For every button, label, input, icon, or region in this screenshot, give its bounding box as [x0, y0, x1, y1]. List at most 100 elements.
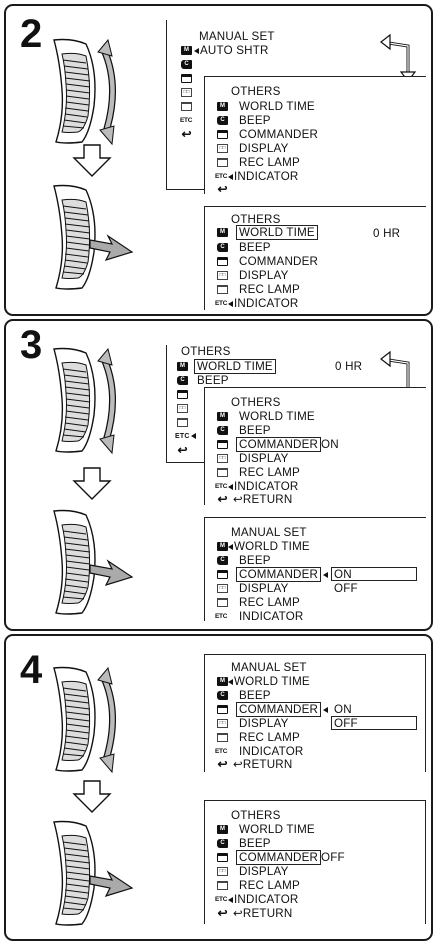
menu-item-world-time: WORLD TIME: [239, 410, 315, 423]
menu-item-world-time-selected: WORLD TIME: [236, 225, 318, 240]
menu-item-rec-lamp: REC LAMP: [239, 879, 300, 892]
camera-set-icon: C: [217, 839, 228, 848]
menu-item-world-time-selected: WORLD TIME: [194, 359, 276, 374]
lcd-set-icon: □□: [181, 88, 192, 97]
menu-item-label: AUTO SHTR: [193, 44, 269, 57]
menu-item-rec-lamp: REC LAMP: [239, 156, 300, 169]
vcr-set-icon: [217, 705, 228, 714]
arrow-down-icon: [72, 467, 112, 500]
menu-item-display: DISPLAY: [239, 582, 289, 595]
etc-selected: ETC: [175, 430, 197, 443]
menu-screen-others-commander: OTHERS M WORLD TIME C BEEP COMMANDER ON …: [204, 387, 426, 506]
step-2-panel: 2 MANUAL SET M AUTO SHTR C: [4, 4, 433, 316]
manual-menu-icon: M: [217, 825, 228, 834]
option-highlight-on: [331, 567, 417, 581]
manual-menu-icon: M: [217, 102, 228, 111]
vcr-set-icon: [217, 257, 228, 266]
option-off: OFF: [334, 717, 358, 730]
vcr-set-icon: [177, 390, 188, 399]
option-off: OFF: [334, 582, 358, 595]
menu-item-world-time: WORLD TIME: [227, 675, 310, 688]
menu-item-beep: BEEP: [239, 241, 271, 254]
manual-menu-icon: M: [217, 412, 228, 421]
option-highlight-off: [331, 716, 417, 730]
camera-set-icon: C: [181, 60, 192, 69]
menu-item-indicator: INDICATOR: [227, 893, 299, 906]
menu-item-world-time: WORLD TIME: [227, 540, 310, 553]
menu-title: MANUAL SET: [231, 526, 307, 539]
manual-menu-icon: M: [181, 46, 192, 55]
menu-title: OTHERS: [181, 345, 231, 358]
menu-item-commander-selected: COMMANDER: [235, 567, 322, 582]
control-dial-rotate-icon: [53, 666, 116, 774]
camera-set-icon: C: [217, 556, 228, 565]
control-dial-press-icon: [53, 509, 134, 615]
vcr-set-icon: [217, 130, 228, 139]
loop-arrow-icon: [380, 350, 417, 399]
tape-set-icon: [217, 158, 228, 167]
tape-set-icon: [217, 468, 228, 477]
menu-item-indicator: INDICATOR: [239, 745, 304, 758]
option-pointer: [322, 568, 329, 581]
menu-item-display: DISPLAY: [239, 269, 289, 282]
vcr-set-icon: [217, 853, 228, 862]
etc-icon: ETC: [215, 896, 228, 903]
menu-item-rec-lamp: REC LAMP: [239, 731, 300, 744]
menu-screen-others-selected: OTHERS M WORLD TIME 0 HR C BEEP COMMANDE…: [204, 206, 426, 310]
menu-item-beep: BEEP: [239, 424, 271, 437]
setting-value: OFF: [321, 851, 345, 864]
tape-set-icon: [177, 418, 188, 427]
menu-title: OTHERS: [231, 85, 281, 98]
menu-item-commander: COMMANDER: [239, 255, 319, 268]
return-icon: ↩: [217, 906, 228, 920]
option-on: ON: [334, 703, 352, 716]
setting-value: ON: [321, 438, 339, 451]
control-dial-press-icon: [53, 184, 134, 290]
control-dial-press-icon: [53, 820, 134, 926]
menu-item-return: ↩RETURN: [233, 493, 293, 506]
menu-screen-manual-set-off: MANUAL SET M WORLD TIME C BEEP COMMANDER…: [204, 654, 426, 772]
manual-menu-icon: M: [177, 362, 188, 371]
lcd-set-icon: □□: [217, 454, 228, 463]
step-number: 3: [20, 323, 43, 367]
vcr-set-icon: [217, 570, 228, 579]
step-number: 2: [20, 12, 43, 56]
etc-icon: ETC: [180, 117, 193, 124]
menu-item-display: DISPLAY: [239, 717, 289, 730]
menu-item-world-time: WORLD TIME: [239, 823, 315, 836]
manual-menu-icon: M: [217, 677, 228, 686]
menu-item-beep: BEEP: [239, 689, 271, 702]
menu-item-commander-selected: COMMANDER: [235, 702, 322, 717]
etc-icon: ETC: [215, 748, 228, 755]
manual-menu-icon: M: [217, 228, 228, 237]
menu-title: MANUAL SET: [231, 661, 307, 674]
menu-screen-manual-set-options: MANUAL SET M WORLD TIME C BEEP COMMANDER…: [204, 517, 426, 623]
lcd-set-icon: □□: [217, 867, 228, 876]
lcd-set-icon: □□: [217, 271, 228, 280]
vcr-set-icon: [217, 440, 228, 449]
vcr-set-icon: [181, 74, 192, 83]
menu-item-commander-selected: COMMANDER: [235, 437, 322, 452]
menu-title: MANUAL SET: [199, 30, 275, 43]
loop-arrow-icon: [380, 33, 417, 82]
setting-value: 0 HR: [335, 360, 363, 373]
return-icon: ↩: [217, 182, 228, 196]
menu-item-rec-lamp: REC LAMP: [239, 283, 300, 296]
menu-item-beep: BEEP: [197, 374, 229, 387]
tape-set-icon: [217, 598, 228, 607]
lcd-set-icon: □□: [217, 144, 228, 153]
menu-screen-others: OTHERS M WORLD TIME C BEEP COMMANDER □□ …: [204, 76, 426, 196]
menu-item-indicator: INDICATOR: [239, 610, 304, 623]
menu-item-return: ↩RETURN: [233, 907, 293, 920]
camera-set-icon: C: [217, 691, 228, 700]
menu-item-world-time: WORLD TIME: [239, 100, 315, 113]
step-3-panel: 3 OTHERS M WORLD TIME 0 HR C: [4, 319, 433, 631]
tape-set-icon: [217, 881, 228, 890]
lcd-set-icon: □□: [217, 584, 228, 593]
menu-title: OTHERS: [231, 809, 281, 822]
step-4-panel: 4 MANUAL SET M WORLD TIME C: [4, 634, 433, 941]
menu-item-display: DISPLAY: [239, 865, 289, 878]
camera-set-icon: C: [177, 376, 188, 385]
menu-item-commander: COMMANDER: [239, 128, 319, 141]
menu-item-indicator: INDICATOR: [227, 170, 299, 183]
